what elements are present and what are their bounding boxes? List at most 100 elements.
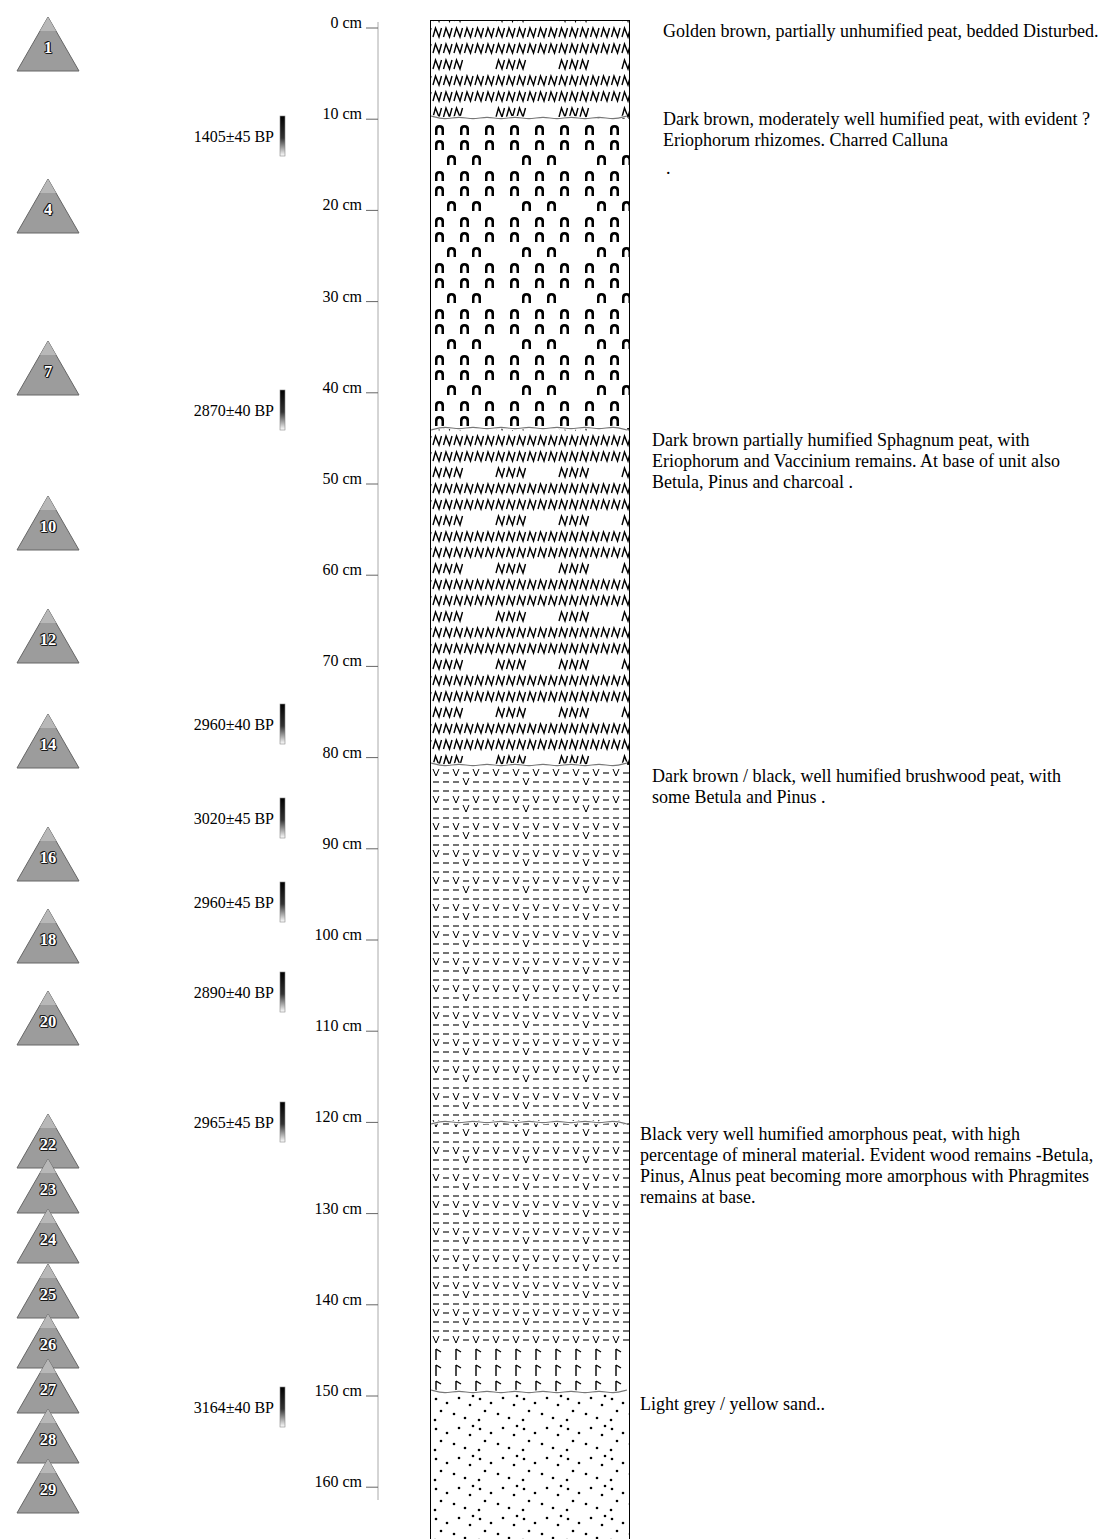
date-range-bar <box>280 972 285 1012</box>
depth-tick <box>366 210 378 211</box>
sample-number: 24 <box>16 1230 80 1250</box>
sediment-units <box>431 20 630 1539</box>
date-range-bar <box>280 1102 285 1142</box>
radiocarbon-date: 2960±45 BP <box>194 892 274 913</box>
sample-number: 7 <box>16 362 80 382</box>
sample-marker: 16 <box>16 826 80 882</box>
radiocarbon-date: 2960±40 BP <box>194 714 274 735</box>
depth-label: 30 cm <box>322 286 362 307</box>
sample-number: 23 <box>16 1180 80 1200</box>
date-range-bar <box>280 704 285 744</box>
depth-label: 90 cm <box>322 833 362 854</box>
unit-description: Black very well humified amorphous peat,… <box>640 1124 1102 1208</box>
sediment-fill <box>431 1392 629 1539</box>
sample-number: 12 <box>16 630 80 650</box>
sample-marker: 28 <box>16 1408 80 1464</box>
depth-tick <box>366 666 378 667</box>
date-range-bar <box>280 882 285 922</box>
depth-tick <box>366 575 378 576</box>
stray-mark: . <box>666 158 671 179</box>
depth-tick <box>366 1213 378 1214</box>
depth-tick <box>366 301 378 302</box>
sample-marker: 29 <box>16 1458 80 1514</box>
unit-boundary <box>431 1121 627 1124</box>
sample-marker: 24 <box>16 1208 80 1264</box>
depth-tick <box>366 1304 378 1305</box>
radiocarbon-date: 2965±45 BP <box>194 1112 274 1133</box>
sample-marker: 4 <box>16 178 80 234</box>
sediment-fill <box>431 1345 629 1392</box>
depth-label: 20 cm <box>322 194 362 215</box>
sediment-fill <box>431 765 629 1345</box>
unit-description: Golden brown, partially unhumified peat,… <box>663 21 1103 42</box>
sample-number: 10 <box>16 517 80 537</box>
sample-marker: 23 <box>16 1158 80 1214</box>
sample-number: 27 <box>16 1380 80 1400</box>
depth-tick <box>366 119 378 120</box>
depth-label: 40 cm <box>322 377 362 398</box>
radiocarbon-date: 3020±45 BP <box>194 808 274 829</box>
radiocarbon-date: 2870±40 BP <box>194 400 274 421</box>
depth-label: 150 cm <box>314 1380 362 1401</box>
sample-number: 29 <box>16 1480 80 1500</box>
unit-description: Dark brown partially humified Sphagnum p… <box>652 430 1088 493</box>
unit-description: Dark brown, moderately well humified pea… <box>663 109 1108 151</box>
depth-label: 120 cm <box>314 1106 362 1127</box>
sample-marker: 18 <box>16 908 80 964</box>
depth-tick <box>366 1396 378 1397</box>
column-outline <box>431 21 630 1539</box>
depth-label: 70 cm <box>322 650 362 671</box>
sample-marker: 12 <box>16 608 80 664</box>
sample-number: 16 <box>16 848 80 868</box>
sample-number: 14 <box>16 735 80 755</box>
unit-description: Light grey / yellow sand.. <box>640 1394 940 1415</box>
sample-number: 1 <box>16 38 80 58</box>
sample-marker: 20 <box>16 990 80 1046</box>
depth-label: 140 cm <box>314 1289 362 1310</box>
date-range-bar <box>280 390 285 430</box>
sample-marker: 1 <box>16 16 80 72</box>
depth-tick <box>366 484 378 485</box>
depth-label: 0 cm <box>330 12 362 33</box>
depth-label: 80 cm <box>322 742 362 763</box>
depth-label: 100 cm <box>314 924 362 945</box>
unit-boundary <box>431 427 627 430</box>
depth-label: 130 cm <box>314 1198 362 1219</box>
sediment-fill <box>431 428 629 765</box>
depth-tick <box>366 757 378 758</box>
depth-label: 60 cm <box>322 559 362 580</box>
sample-number: 28 <box>16 1430 80 1450</box>
sample-number: 20 <box>16 1012 80 1032</box>
depth-label: 110 cm <box>315 1015 362 1036</box>
sample-marker: 14 <box>16 713 80 769</box>
unit-boundary <box>431 1390 627 1393</box>
sample-marker: 25 <box>16 1263 80 1319</box>
unit-boundary <box>431 116 627 119</box>
depth-label: 10 cm <box>322 103 362 124</box>
depth-tick <box>366 1031 378 1032</box>
depth-label: 50 cm <box>322 468 362 489</box>
depth-tick <box>366 1122 378 1123</box>
date-range-bar <box>280 798 285 838</box>
depth-tick <box>366 392 378 393</box>
depth-tick <box>366 940 378 941</box>
sediment-fill <box>431 20 629 118</box>
sample-number: 26 <box>16 1335 80 1355</box>
unit-boundary <box>431 763 627 766</box>
depth-tick <box>366 848 378 849</box>
radiocarbon-date: 1405±45 BP <box>194 126 274 147</box>
date-range-bar <box>280 116 285 156</box>
sediment-fill <box>431 118 629 428</box>
sample-marker: 7 <box>16 340 80 396</box>
depth-label: 160 cm <box>314 1471 362 1492</box>
radiocarbon-date: 2890±40 BP <box>194 982 274 1003</box>
sample-number: 25 <box>16 1285 80 1305</box>
sample-number: 4 <box>16 200 80 220</box>
sample-marker: 27 <box>16 1358 80 1414</box>
sample-number: 18 <box>16 930 80 950</box>
unit-description: Dark brown / black, well humified brushw… <box>652 766 1062 808</box>
depth-tick <box>366 1487 378 1488</box>
depth-tick <box>366 28 378 29</box>
date-range-bar <box>280 1387 285 1427</box>
radiocarbon-date: 3164±40 BP <box>194 1397 274 1418</box>
